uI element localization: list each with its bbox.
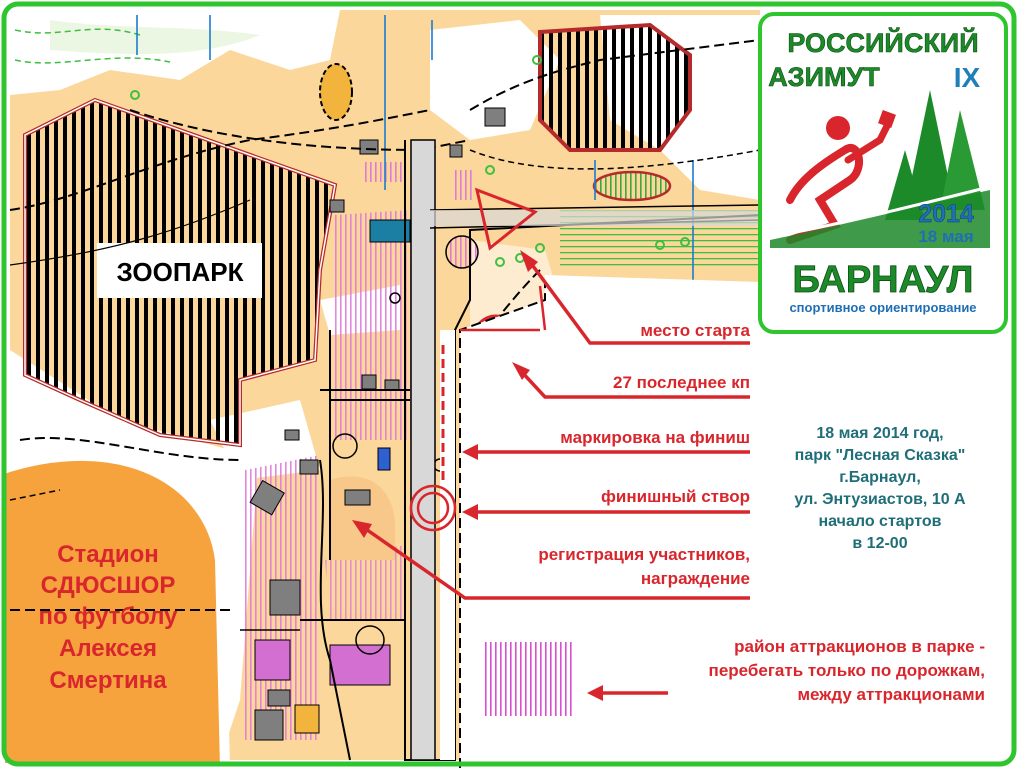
legend-attractions-2: перебегать только по дорожкам, — [709, 661, 985, 680]
legend-labels: место старта 27 последнее кп маркировка … — [538, 321, 985, 704]
event-logo — [758, 12, 1008, 334]
event-info-line-1: 18 мая 2014 год, — [816, 425, 943, 442]
legend-start: место старта — [640, 321, 750, 340]
legend-attractions-3: между аттракционами — [797, 685, 985, 704]
logo-date: 18 мая — [918, 227, 973, 246]
legend-attractions-1: район аттракционов в парке - — [734, 637, 985, 656]
event-info-line-6: в 12-00 — [852, 535, 907, 552]
restricted-area — [538, 22, 692, 202]
logo-line1: РОССИЙСКИЙ — [787, 27, 978, 58]
legend-registration-1: регистрация участников, — [538, 545, 750, 564]
event-info-line-2: парк "Лесная Сказка" — [795, 447, 966, 464]
stadium-line-2: СДЮСШОР — [41, 572, 176, 599]
attraction-legend-swatch — [484, 642, 574, 716]
stadium-line-3: по футболу — [38, 603, 178, 630]
finish-circle — [409, 484, 457, 532]
event-info-line-5: начало стартов — [819, 513, 942, 530]
stadium-area — [0, 451, 231, 768]
logo-line2: АЗИМУТ — [768, 62, 880, 92]
streams — [136, 15, 694, 285]
logo-texts: РОССИЙСКИЙ АЗИМУТ IX 2014 18 мая БАРНАУЛ… — [768, 27, 981, 315]
event-info-line-3: г.Барнаул, — [839, 469, 921, 486]
legend-pointers — [359, 260, 750, 695]
legend-finish-marking: маркировка на финиш — [560, 428, 750, 447]
legend-last-cp: 27 последнее кп — [613, 373, 750, 392]
logo-city: БАРНАУЛ — [793, 259, 974, 301]
zoo-area — [23, 97, 338, 448]
main-road — [404, 139, 761, 761]
stadium-line-4: Алексея — [59, 635, 157, 662]
event-info: 18 мая 2014 год, парк "Лесная Сказка" г.… — [794, 425, 966, 552]
stadium-line-5: Смертина — [49, 667, 167, 694]
green-points — [130, 55, 690, 267]
start-triangle — [474, 187, 538, 251]
legend-registration-2: награждение — [641, 569, 750, 588]
event-info-line-4: ул. Энтузиастов, 10 А — [794, 491, 966, 508]
logo-edition: IX — [954, 62, 981, 93]
logo-subtitle: спортивное ориентирование — [789, 300, 976, 315]
legend-finish-gate: финишный створ — [601, 487, 750, 506]
zoo-label: ЗООПАРК — [116, 257, 243, 287]
stadium-line-1: Стадион — [57, 541, 159, 568]
legend-arrowheads — [352, 250, 603, 701]
buildings — [249, 107, 506, 741]
stadium-label: Стадион СДЮСШОР по футболу Алексея Смерт… — [38, 541, 178, 694]
logo-year: 2014 — [918, 200, 974, 228]
